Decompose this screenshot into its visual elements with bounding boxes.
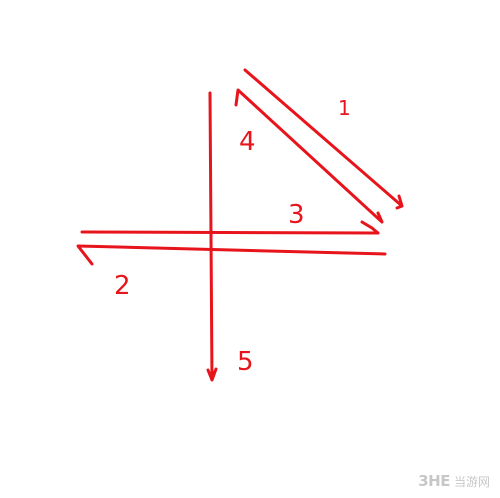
watermark: 3HE 当游网 (418, 472, 490, 490)
stroke-1-diagonal-outer (243, 68, 404, 210)
stroke-number-5: 5 (237, 347, 254, 377)
stroke-4-diagonal-inner (234, 88, 384, 224)
watermark-text: 当游网 (453, 474, 490, 489)
stroke-number-3: 3 (288, 200, 305, 230)
stroke-3-horizontal-upper (80, 220, 380, 235)
stroke-number-2: 2 (114, 271, 131, 301)
stroke-5-vertical (206, 91, 218, 382)
stroke-number-4: 4 (239, 127, 256, 157)
watermark-logo: 3HE (418, 472, 450, 490)
stroke-2-horizontal-lower (76, 244, 387, 266)
stroke-number-1: 1 (338, 96, 351, 120)
